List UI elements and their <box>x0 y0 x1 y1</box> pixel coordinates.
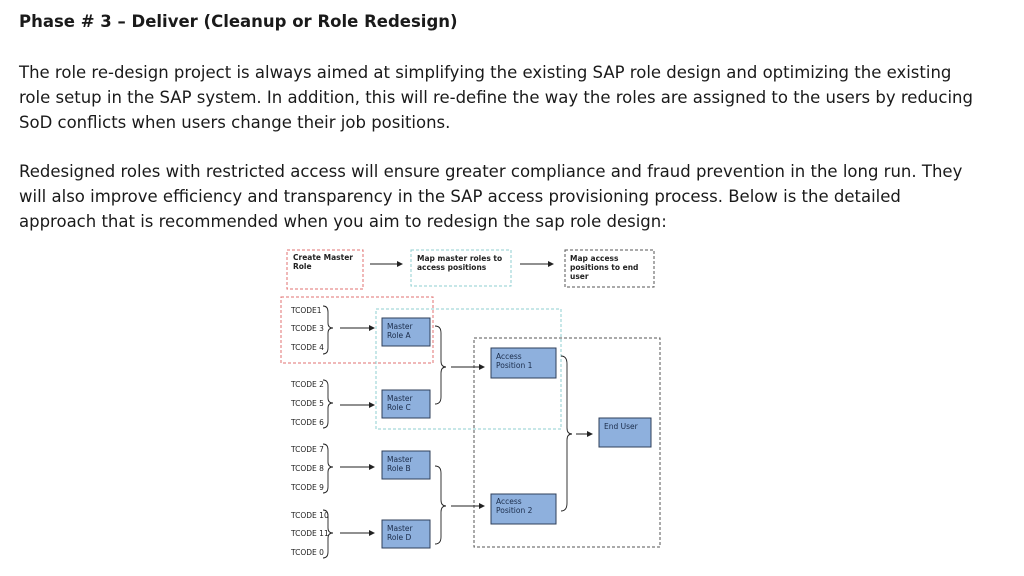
tcode-5: TCODE 5 <box>290 399 324 408</box>
tcode-0: TCODE 0 <box>290 548 324 557</box>
master-role-c-box: Master Role C <box>381 389 431 419</box>
master-role-a-line-1: Master <box>387 322 414 331</box>
tcode-11: TCODE 11 <box>290 529 329 538</box>
master-role-a-box: Master Role A <box>381 317 431 347</box>
tcode-3: TCODE 3 <box>290 324 324 333</box>
master-role-a-line-2: Role A <box>387 331 412 340</box>
tcode-8: TCODE 8 <box>290 464 324 473</box>
step-map-access-positions: Map access positions to end user <box>564 249 655 288</box>
intro-line-1: The role re-design project is always aim… <box>19 63 952 82</box>
tcode-1: TCODE1 <box>290 306 322 315</box>
step-map-access-positions-line-3: user <box>570 272 589 281</box>
approach-line-3: approach that is recommended when you ai… <box>19 212 667 231</box>
access-position-2-box: Access Position 2 <box>490 493 557 525</box>
tcode-9: TCODE 9 <box>290 483 324 492</box>
tcode-6: TCODE 6 <box>290 418 324 427</box>
end-user-group-gray <box>473 337 661 548</box>
tcode-2: TCODE 2 <box>290 380 324 389</box>
step-map-access-positions-line-2: positions to end <box>570 263 638 272</box>
step-map-access-positions-line-1: Map access <box>570 254 619 263</box>
master-role-b-line-1: Master <box>387 455 414 464</box>
approach-line-2: will also improve efficiency and transpa… <box>19 187 901 206</box>
access-position-2-line-1: Access <box>496 497 522 506</box>
master-role-c-line-2: Role C <box>387 403 411 412</box>
step-create-master-role-line-2: Role <box>293 262 312 271</box>
approach-paragraph: Redesigned roles with restricted access … <box>19 159 962 234</box>
master-role-b-line-2: Role B <box>387 464 411 473</box>
position-brace <box>560 355 573 512</box>
access-position-group-cyan <box>375 308 562 430</box>
tcode-to-role-arrows <box>340 325 375 536</box>
intro-line-2: role setup in the SAP system. In additio… <box>19 88 973 107</box>
access-position-1-box: Access Position 1 <box>490 347 557 379</box>
role-braces <box>434 325 447 545</box>
master-role-d-box: Master Role D <box>381 519 431 549</box>
intro-paragraph: The role re-design project is always aim… <box>19 60 973 135</box>
master-role-c-line-1: Master <box>387 394 414 403</box>
end-user-label: End User <box>604 422 639 431</box>
access-position-2-line-2: Position 2 <box>496 506 533 515</box>
step-create-master-role-line-1: Create Master <box>293 253 353 262</box>
tcode-7: TCODE 7 <box>290 445 324 454</box>
end-user-box: End User <box>598 417 652 448</box>
tcode-braces <box>322 305 334 559</box>
master-role-b-box: Master Role B <box>381 450 431 480</box>
master-role-d-line-1: Master <box>387 524 414 533</box>
step-map-master-roles-line-2: access positions <box>417 263 487 272</box>
role-to-position-arrows <box>451 364 485 509</box>
tcode-list: TCODE1 TCODE 3 TCODE 4 TCODE 2 TCODE 5 T… <box>290 306 329 557</box>
access-position-1-line-1: Access <box>496 352 522 361</box>
tcode-10: TCODE 10 <box>290 511 329 520</box>
step-map-master-roles-line-1: Map master roles to <box>417 254 502 263</box>
approach-line-1: Redesigned roles with restricted access … <box>19 162 963 181</box>
intro-line-3: SoD conflicts when users change their jo… <box>19 113 451 132</box>
tcode-4: TCODE 4 <box>290 343 324 352</box>
step-create-master-role: Create Master Role <box>286 249 364 290</box>
page-heading: Phase # 3 – Deliver (Cleanup or Role Red… <box>19 12 458 31</box>
master-role-d-line-2: Role D <box>387 533 412 542</box>
step-map-master-roles: Map master roles to access positions <box>410 249 512 287</box>
master-role-group-red <box>280 296 434 364</box>
access-position-1-line-2: Position 1 <box>496 361 533 370</box>
